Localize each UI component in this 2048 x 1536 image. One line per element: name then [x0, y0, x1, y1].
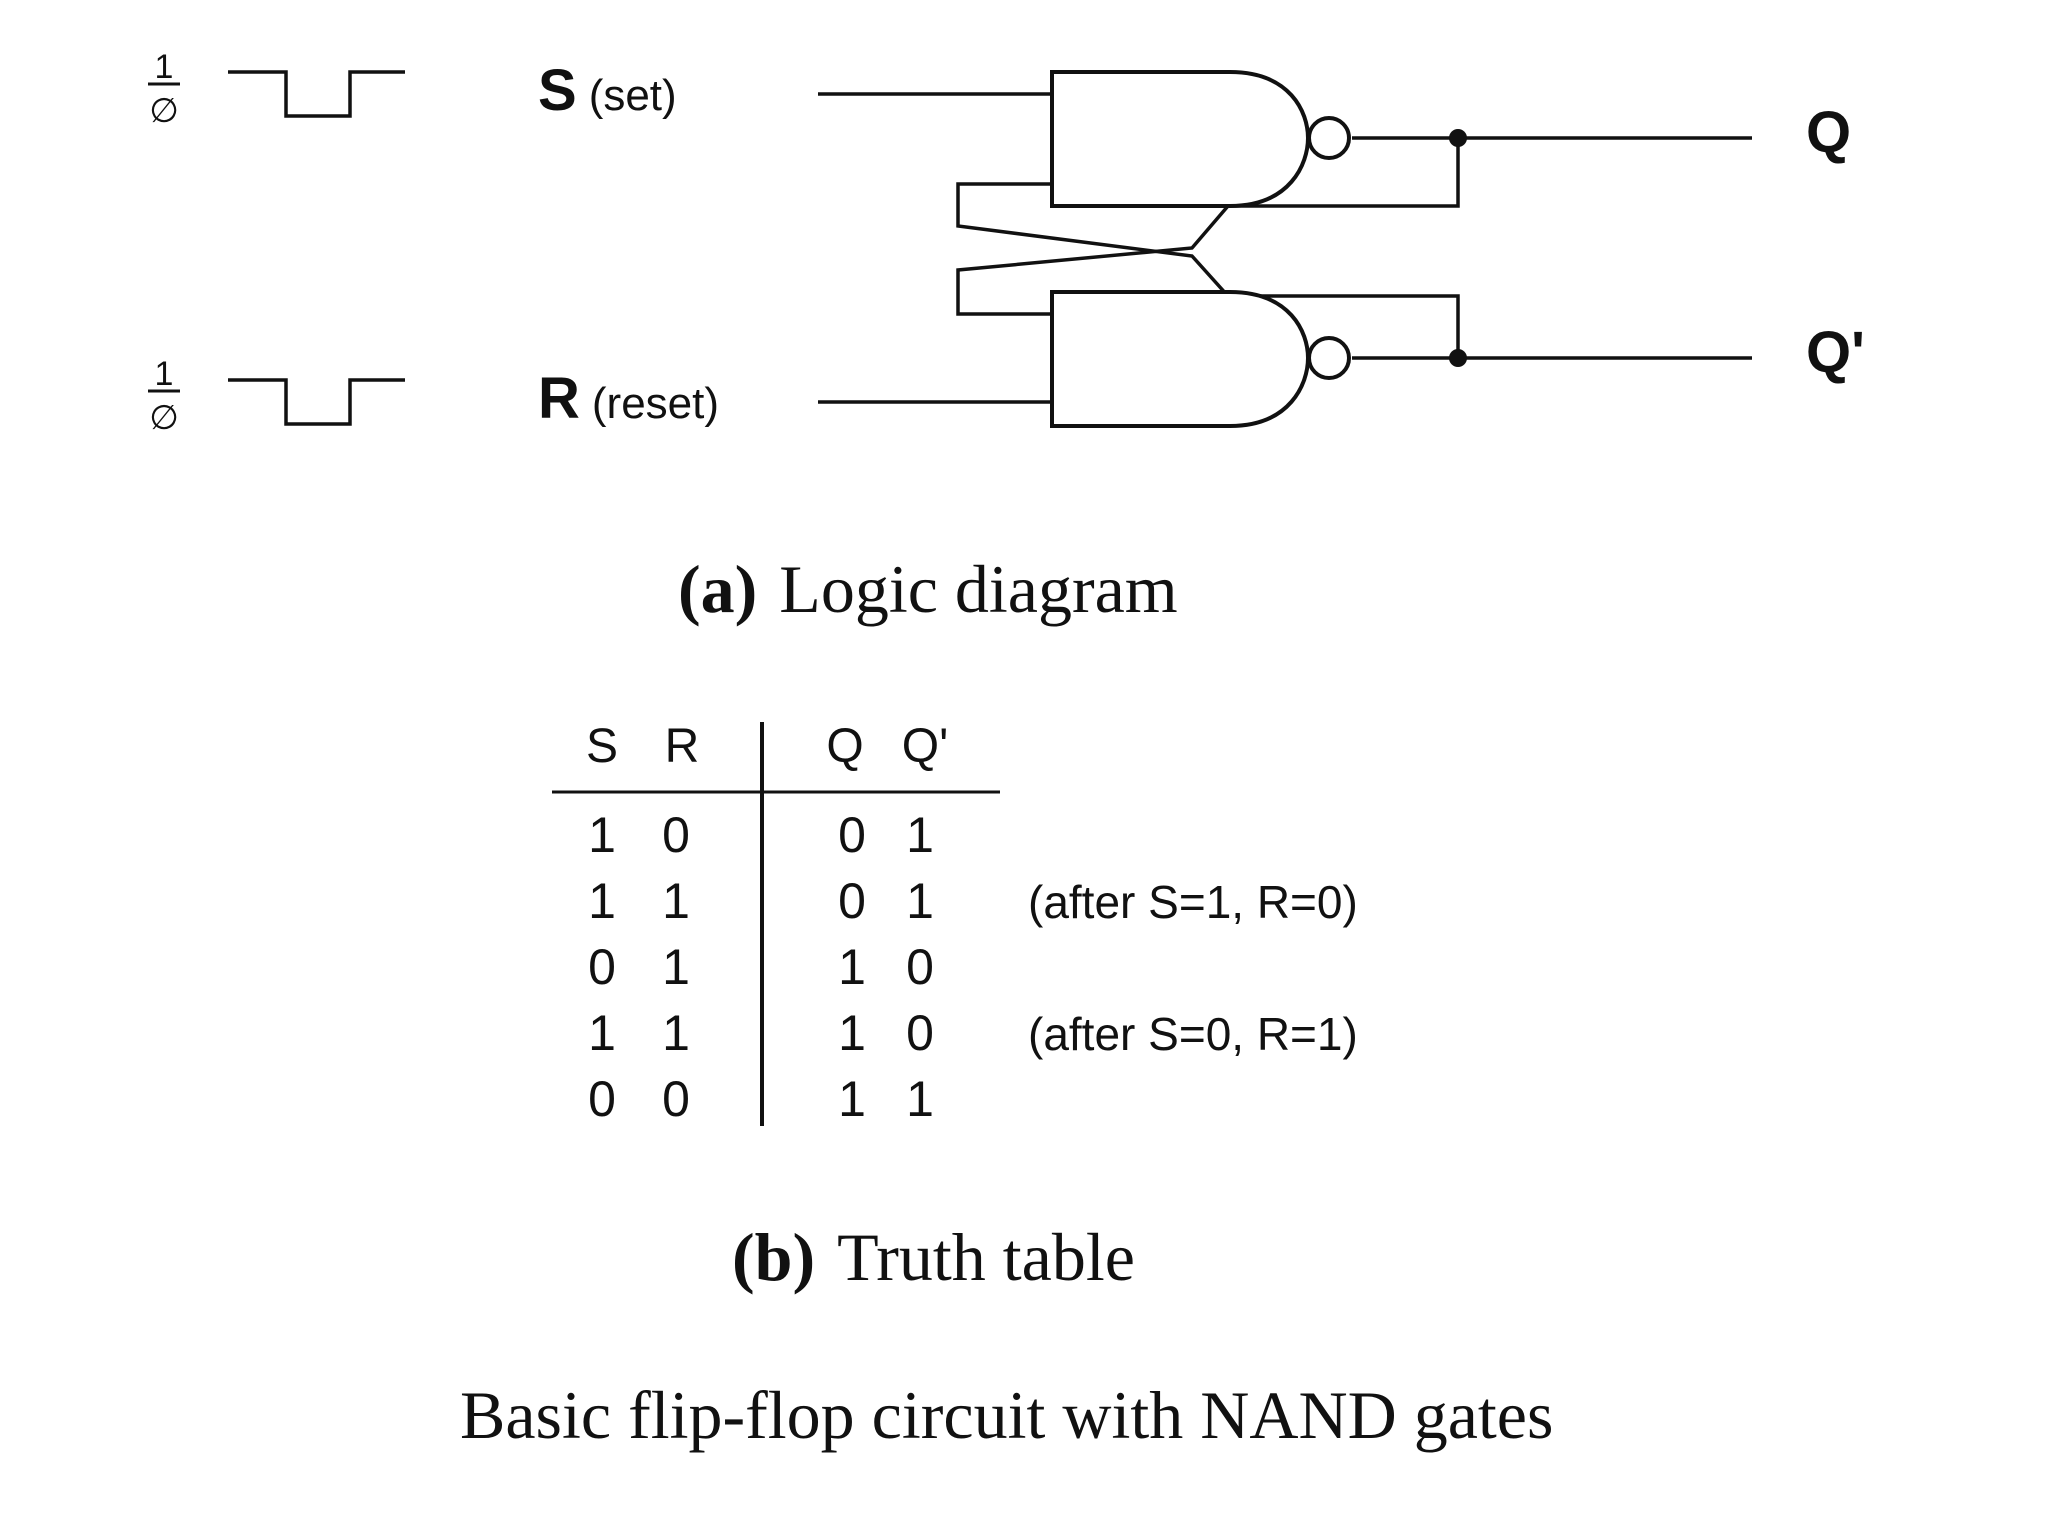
- cell-s: 1: [588, 1005, 616, 1061]
- header-r: R: [665, 720, 700, 773]
- caption-a-prefix: (a): [678, 551, 757, 627]
- set-pulse-waveform: [228, 70, 405, 118]
- bottom-nand-body: [1050, 290, 1311, 428]
- caption-b-prefix: (b): [732, 1219, 815, 1295]
- reset-level-low: ∅: [149, 399, 179, 437]
- q-junction-dot: [1449, 129, 1467, 147]
- cell-q: 0: [838, 807, 866, 863]
- top-nand-gate: [1050, 70, 1351, 208]
- cell-q-prime: 1: [906, 873, 934, 929]
- cell-q-prime: 1: [906, 807, 934, 863]
- table-row: 0 0 1 1: [588, 1071, 934, 1127]
- bottom-nand-gate: [1050, 290, 1351, 428]
- logic-diagram-caption: (a) Logic diagram: [678, 551, 1178, 627]
- truth-table-body: 1 0 0 1 1 1 0 1 (after S=1, R=0) 0 1 1 0: [588, 807, 1358, 1127]
- set-pulse-indicator: 1 ∅: [148, 48, 405, 130]
- reset-level-high: 1: [155, 355, 174, 393]
- reset-input-label: R(reset): [538, 366, 719, 431]
- cell-q: 0: [838, 873, 866, 929]
- truth-table-header: S R Q Q': [586, 720, 948, 773]
- top-nand-body: [1050, 70, 1311, 208]
- header-q: Q: [826, 720, 863, 773]
- cell-s: 0: [588, 939, 616, 995]
- cell-q: 1: [838, 939, 866, 995]
- cell-r: 0: [662, 1071, 690, 1127]
- table-row: 1 0 0 1: [588, 807, 934, 863]
- reset-pulse-indicator: 1 ∅: [148, 355, 405, 437]
- header-s: S: [586, 720, 618, 773]
- table-row: 1 1 0 1 (after S=1, R=0): [588, 873, 1358, 929]
- set-word: (set): [589, 71, 677, 120]
- top-nand-bubble: [1307, 116, 1351, 160]
- reset-word: (reset): [592, 379, 719, 428]
- cell-q-prime: 0: [906, 1005, 934, 1061]
- set-input-label: S(set): [538, 58, 677, 123]
- cell-q: 1: [838, 1071, 866, 1127]
- truth-table-caption: (b) Truth table: [732, 1219, 1135, 1295]
- cell-q-prime: 0: [906, 939, 934, 995]
- cell-r: 0: [662, 807, 690, 863]
- cell-q-prime: 1: [906, 1071, 934, 1127]
- table-row: 0 1 1 0: [588, 939, 934, 995]
- cell-s: 0: [588, 1071, 616, 1127]
- cell-r: 1: [662, 873, 690, 929]
- cell-q: 1: [838, 1005, 866, 1061]
- q-prime-feedback-wire: [956, 182, 1460, 358]
- caption-a-text: Logic diagram: [779, 551, 1177, 627]
- set-level-high: 1: [155, 48, 174, 86]
- set-level-low: ∅: [149, 92, 179, 130]
- q-feedback-wire: [956, 138, 1460, 316]
- header-q-prime: Q': [902, 720, 949, 773]
- figure-footer-caption: Basic flip-flop circuit with NAND gates: [460, 1377, 1553, 1453]
- q-output-label: Q: [1806, 100, 1851, 165]
- cell-note: (after S=1, R=0): [1028, 876, 1358, 928]
- cell-r: 1: [662, 939, 690, 995]
- cell-s: 1: [588, 807, 616, 863]
- cell-r: 1: [662, 1005, 690, 1061]
- cell-note: (after S=0, R=1): [1028, 1008, 1358, 1060]
- reset-pulse-waveform: [228, 378, 405, 426]
- reset-letter: R: [538, 366, 580, 431]
- bottom-nand-bubble: [1307, 336, 1351, 380]
- caption-b-text: Truth table: [837, 1219, 1135, 1295]
- circuit-wires: [818, 92, 1752, 404]
- set-letter: S: [538, 58, 577, 123]
- truth-table: S R Q Q' 1 0 0 1 1 1 0 1 (after S=1, R=0…: [552, 720, 1358, 1127]
- table-row: 1 1 1 0 (after S=0, R=1): [588, 1005, 1358, 1061]
- q-prime-junction-dot: [1449, 349, 1467, 367]
- q-prime-output-label: Q': [1806, 320, 1865, 385]
- cell-s: 1: [588, 873, 616, 929]
